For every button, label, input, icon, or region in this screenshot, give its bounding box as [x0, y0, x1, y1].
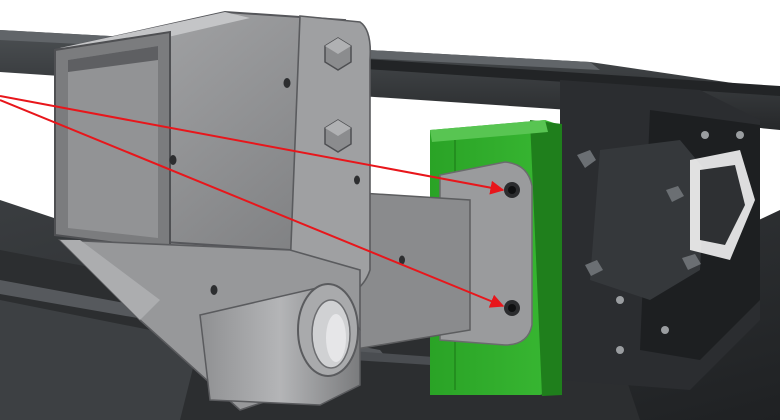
hex-recess-icon [577, 150, 596, 168]
rivet-icon [736, 131, 744, 139]
annotation-arrows [0, 95, 505, 308]
bolt-hole-lower [504, 300, 520, 316]
hex-recess-icon [682, 254, 701, 270]
pivot-tube [199, 283, 361, 406]
bolt-hole-upper [504, 182, 520, 198]
rivet-icon [661, 326, 669, 334]
hex-recess-icon [666, 186, 684, 202]
arrow-icon [0, 95, 505, 195]
bolt-hole-icon [354, 175, 360, 185]
shackle-bracket [54, 10, 471, 411]
bolt-hole-icon [283, 78, 291, 88]
arrow-icon [0, 99, 505, 308]
bolt-hole-icon [169, 155, 177, 165]
rivet-icon [616, 296, 624, 304]
hex-recess-icon [585, 260, 603, 276]
hex-bolt-icon [324, 37, 352, 71]
rivet-icon [701, 131, 709, 139]
bolt-hole-icon [210, 285, 218, 295]
bolt-hole-icon [399, 255, 405, 265]
hex-bolt-icon [324, 119, 352, 153]
frame-end-cap [560, 80, 760, 390]
rivet-icon [616, 346, 624, 354]
